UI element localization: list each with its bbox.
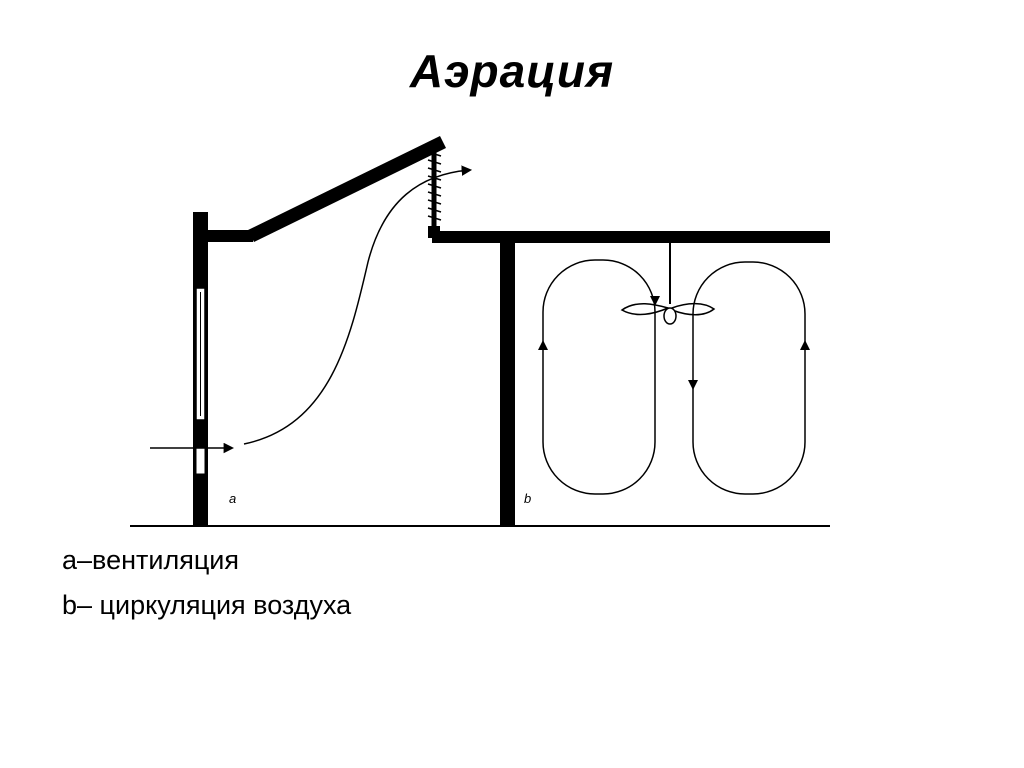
room-label-b: b bbox=[524, 491, 531, 506]
circulation-loop-right bbox=[692, 261, 806, 495]
caption-ventilation: a–вентиляция bbox=[62, 545, 239, 575]
flat-roof bbox=[432, 231, 830, 243]
caption-list: a–вентиляция b– циркуляция воздуха bbox=[62, 538, 351, 628]
ridge-vent-louvers bbox=[427, 151, 442, 221]
lower-window-opening bbox=[195, 447, 206, 475]
fan-blade-left bbox=[620, 303, 671, 316]
middle-wall bbox=[500, 238, 515, 526]
left-eave bbox=[205, 230, 253, 242]
caption-circulation: b– циркуляция воздуха bbox=[62, 590, 352, 620]
sloped-roof bbox=[248, 136, 446, 242]
room-label-a: a bbox=[229, 491, 236, 506]
circulation-direction-marks bbox=[538, 296, 810, 390]
slide-title: Аэрация bbox=[409, 45, 615, 97]
fan-hub bbox=[663, 307, 677, 325]
circulation-loop-left bbox=[542, 259, 656, 495]
ventilation-airflow-curve bbox=[243, 165, 473, 445]
